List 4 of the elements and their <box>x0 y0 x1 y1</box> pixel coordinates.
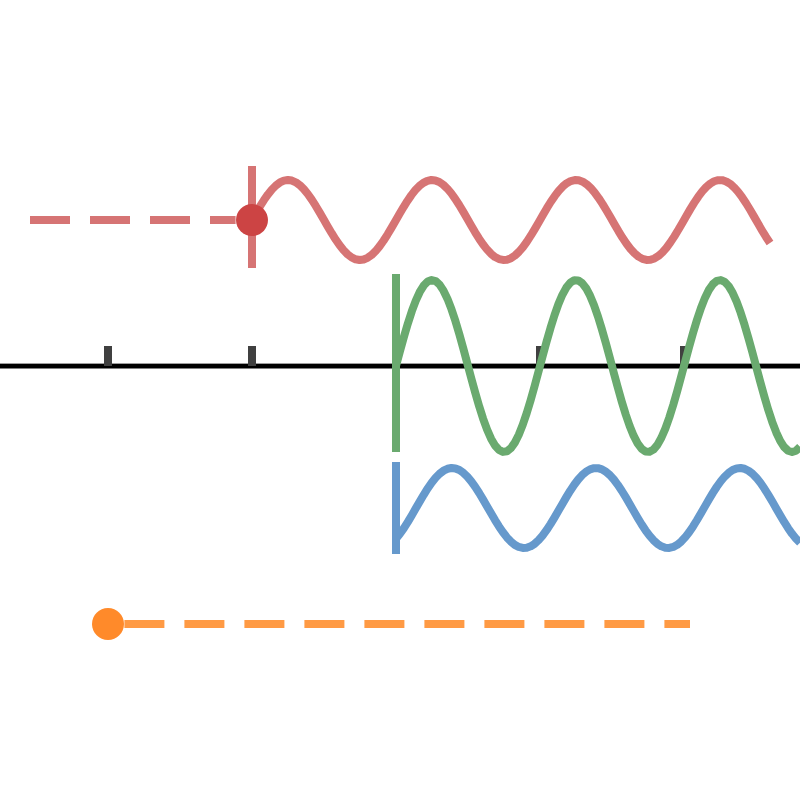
dashed-line <box>30 216 236 224</box>
dot-marker <box>236 204 268 236</box>
dot-marker <box>92 608 124 640</box>
dashed-line <box>124 620 690 628</box>
